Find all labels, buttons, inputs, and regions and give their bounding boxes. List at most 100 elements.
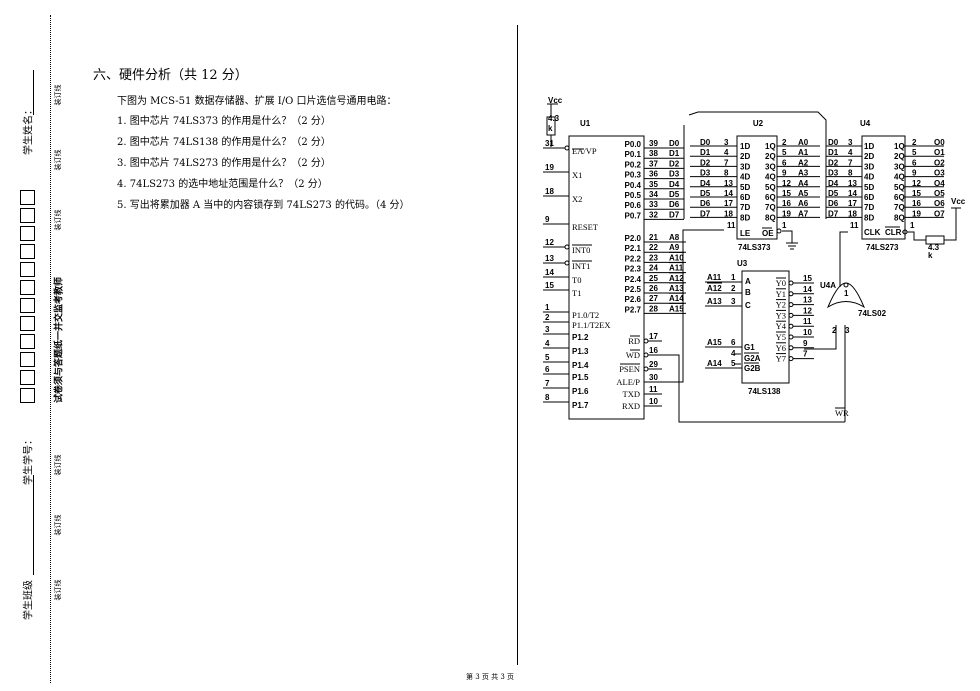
u4-input-pin-name: 8D <box>864 213 874 222</box>
question-item: 2. 图中芯片 74LS138 的作用是什么？（2 分） <box>117 137 331 148</box>
id-box[interactable] <box>20 226 35 241</box>
u4-output-pin-name: 1Q <box>894 142 905 151</box>
u4-output-signal: O4 <box>934 179 945 188</box>
nor-gate-name-label: U4A <box>820 281 836 290</box>
u3-output-pin-number: 13 <box>803 296 812 305</box>
u1-p0-pin-number: 36 <box>649 170 658 179</box>
u1-p0-pin-number: 39 <box>649 139 658 148</box>
u1-pin-number: 13 <box>545 254 554 263</box>
u4-output-pin-number: 15 <box>912 189 921 198</box>
u4-output-signal: O1 <box>934 148 945 157</box>
u4-input-pin-name: 4D <box>864 173 874 182</box>
u4-input-pin-number: 14 <box>848 189 857 198</box>
id-box[interactable] <box>20 190 35 205</box>
u1-pin-name: T0 <box>572 275 581 285</box>
id-box[interactable] <box>20 262 35 277</box>
u2-le-pin-number: 11 <box>727 221 736 230</box>
u1-p0-pin-name: P0.2 <box>625 160 642 169</box>
u3-input-pin-number: 3 <box>731 297 736 306</box>
u2-output-pin-number: 12 <box>782 179 791 188</box>
id-box[interactable] <box>20 208 35 223</box>
nor-gate-pin-number: 1 <box>844 289 849 298</box>
u2-output-signal: A1 <box>798 148 809 157</box>
id-box[interactable] <box>20 370 35 385</box>
u1-pin-name: P1.3 <box>572 347 589 356</box>
u1-p2-pin-number: 28 <box>649 304 658 313</box>
address-signal: A8 <box>669 233 680 242</box>
u3-input-signal: A12 <box>707 284 722 293</box>
u2-input-signal: D5 <box>700 189 711 198</box>
u1-p2-pin-number: 26 <box>649 284 658 293</box>
u1-pin-number: 8 <box>545 393 550 402</box>
u3-name-label: U3 <box>737 259 748 268</box>
resistor-unit-label: k <box>548 124 553 133</box>
u2-input-pin-number: 7 <box>724 158 729 167</box>
id-box[interactable] <box>20 388 35 403</box>
inversion-bubble <box>788 323 794 329</box>
u3-input-signal: A13 <box>707 297 722 306</box>
name-underline <box>33 70 34 115</box>
u1-p2-pin-name: P2.7 <box>625 305 642 314</box>
u1-p2-pin-number: 21 <box>649 233 658 242</box>
u1-pin-number: 19 <box>545 163 554 172</box>
address-signal: A14 <box>669 294 684 303</box>
u4-output-pin-name: 2Q <box>894 152 905 161</box>
address-signal: A11 <box>669 264 684 273</box>
u3-enable-pin-number: 6 <box>731 338 736 347</box>
u3-74ls138-chip <box>741 270 790 384</box>
u3-output-pin-name: Y7 <box>776 354 786 364</box>
id-box[interactable] <box>20 316 35 331</box>
u1-pin-number: 7 <box>545 379 550 388</box>
u4-input-signal: D1 <box>828 148 839 157</box>
u3-input-signal: A11 <box>707 273 722 282</box>
u4-output-pin-name: 8Q <box>894 213 905 222</box>
u1-pin-number: 3 <box>545 325 550 334</box>
u1-pin-name: P1.0/T2 <box>572 310 599 320</box>
u4-input-pin-number: 18 <box>848 209 857 218</box>
u1-p2-pin-name: P2.3 <box>625 265 642 274</box>
id-box[interactable] <box>20 352 35 367</box>
u1-p2-pin-name: P2.5 <box>625 285 642 294</box>
id-box[interactable] <box>20 244 35 259</box>
u2-input-pin-number: 14 <box>724 189 733 198</box>
u1-pin-number: 4 <box>545 339 550 348</box>
inversion-bubble <box>788 334 794 340</box>
u4-input-pin-name: 5D <box>864 183 874 192</box>
u1-pin-number: 9 <box>545 215 550 224</box>
u3-output-pin-number: 12 <box>803 306 812 315</box>
id-box[interactable] <box>20 298 35 313</box>
u1-ctrl-pin-number: 17 <box>649 332 658 341</box>
u3-enable-pin-name: G2B <box>744 364 761 373</box>
vcc-label: Vcc <box>951 197 966 206</box>
u1-pin-name: P1.2 <box>572 333 589 342</box>
u1-p0-pin-number: 33 <box>649 200 658 209</box>
inversion-bubble <box>564 260 570 266</box>
data-bus-signal: D7 <box>669 210 680 219</box>
u1-ctrl-pin-number: 30 <box>649 373 658 382</box>
u2-chip-label: 74LS373 <box>738 243 771 252</box>
u3-output-pin-number: 10 <box>803 328 812 337</box>
u1-pin-number: 2 <box>545 313 550 322</box>
page-footer: 第 3 页 共 3 页 <box>465 673 515 681</box>
u4-clk-pin-name: CLK <box>864 228 881 237</box>
id-box[interactable] <box>20 280 35 295</box>
inversion-bubble <box>788 356 794 362</box>
u1-pin-name: P1.1/T2EX <box>572 320 611 330</box>
u4-input-signal: D2 <box>828 158 839 167</box>
u1-p0-pin-name: P0.5 <box>625 191 642 200</box>
u4-output-signal: O5 <box>934 189 945 198</box>
u4-input-pin-name: 6D <box>864 193 874 202</box>
id-box[interactable] <box>20 334 35 349</box>
u2-input-signal: D7 <box>700 209 711 218</box>
u4-input-signal: D5 <box>828 189 839 198</box>
u2-oe-pin-name: OE <box>762 229 774 238</box>
u4-output-pin-name: 6Q <box>894 193 905 202</box>
inversion-bubble <box>788 302 794 308</box>
inversion-bubble <box>788 312 794 318</box>
u2-74ls373-chip <box>736 135 778 240</box>
resistor-value-label: 4.3 <box>548 114 560 123</box>
u3-input-pin-number: 1 <box>731 273 736 282</box>
u1-pin-number: 31 <box>545 139 554 148</box>
u2-output-signal: A6 <box>798 199 809 208</box>
